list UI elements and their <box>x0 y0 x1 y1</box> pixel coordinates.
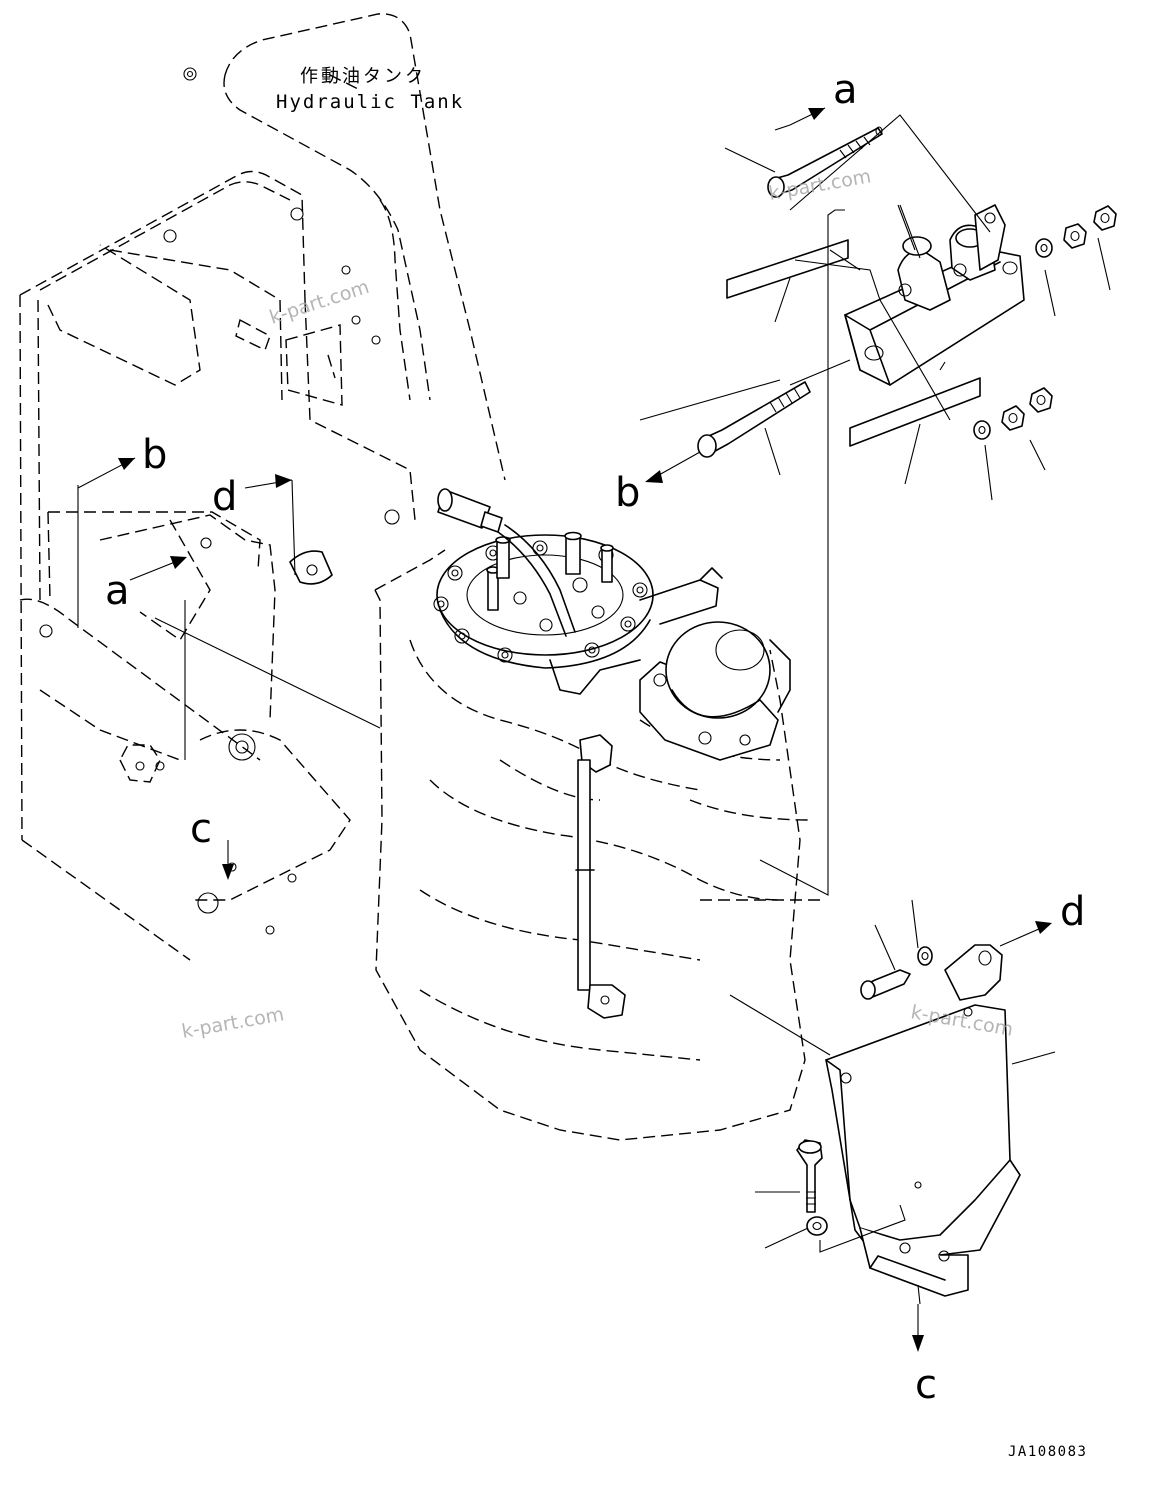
left-mount-bracket <box>99 514 351 935</box>
ref-label-a-left: a <box>105 568 130 614</box>
top-long-bolt <box>767 126 883 198</box>
clamp-bracket-assembly <box>844 204 1025 386</box>
watermark-2: k-part.com <box>267 276 372 329</box>
ref-label-a-top: a <box>833 67 858 113</box>
sight-gauge <box>575 734 626 1019</box>
housing-frame <box>19 13 506 961</box>
washers-nuts-lower <box>973 387 1053 440</box>
direction-arrows <box>77 107 1052 1352</box>
leader-lines <box>77 114 1111 1305</box>
title-english: Hydraulic Tank <box>276 91 464 113</box>
vertical-bolt-c <box>796 1139 828 1236</box>
drawing-code: JA108083 <box>1008 1444 1087 1460</box>
lower-plate-bracket <box>825 944 1021 1297</box>
ref-label-c-left: c <box>190 806 212 852</box>
tank-top-flange <box>433 488 723 695</box>
rubber-pads <box>726 239 981 447</box>
title-japanese: 作動油タンク <box>300 66 426 87</box>
ref-label-b-left: b <box>142 432 167 478</box>
watermark-3: k-part.com <box>180 1003 286 1043</box>
ref-label-b-right: b <box>615 470 640 516</box>
ref-label-d-right: d <box>1060 889 1085 935</box>
washers-nuts-top <box>1035 205 1117 258</box>
ref-label-d-left: d <box>212 474 237 520</box>
lower-long-bolt <box>697 381 811 458</box>
hydraulic-tank-body <box>374 549 820 1141</box>
small-bolt-d <box>860 946 933 1000</box>
ref-label-c-bottom: c <box>915 1362 937 1408</box>
filler-cap <box>639 621 791 761</box>
